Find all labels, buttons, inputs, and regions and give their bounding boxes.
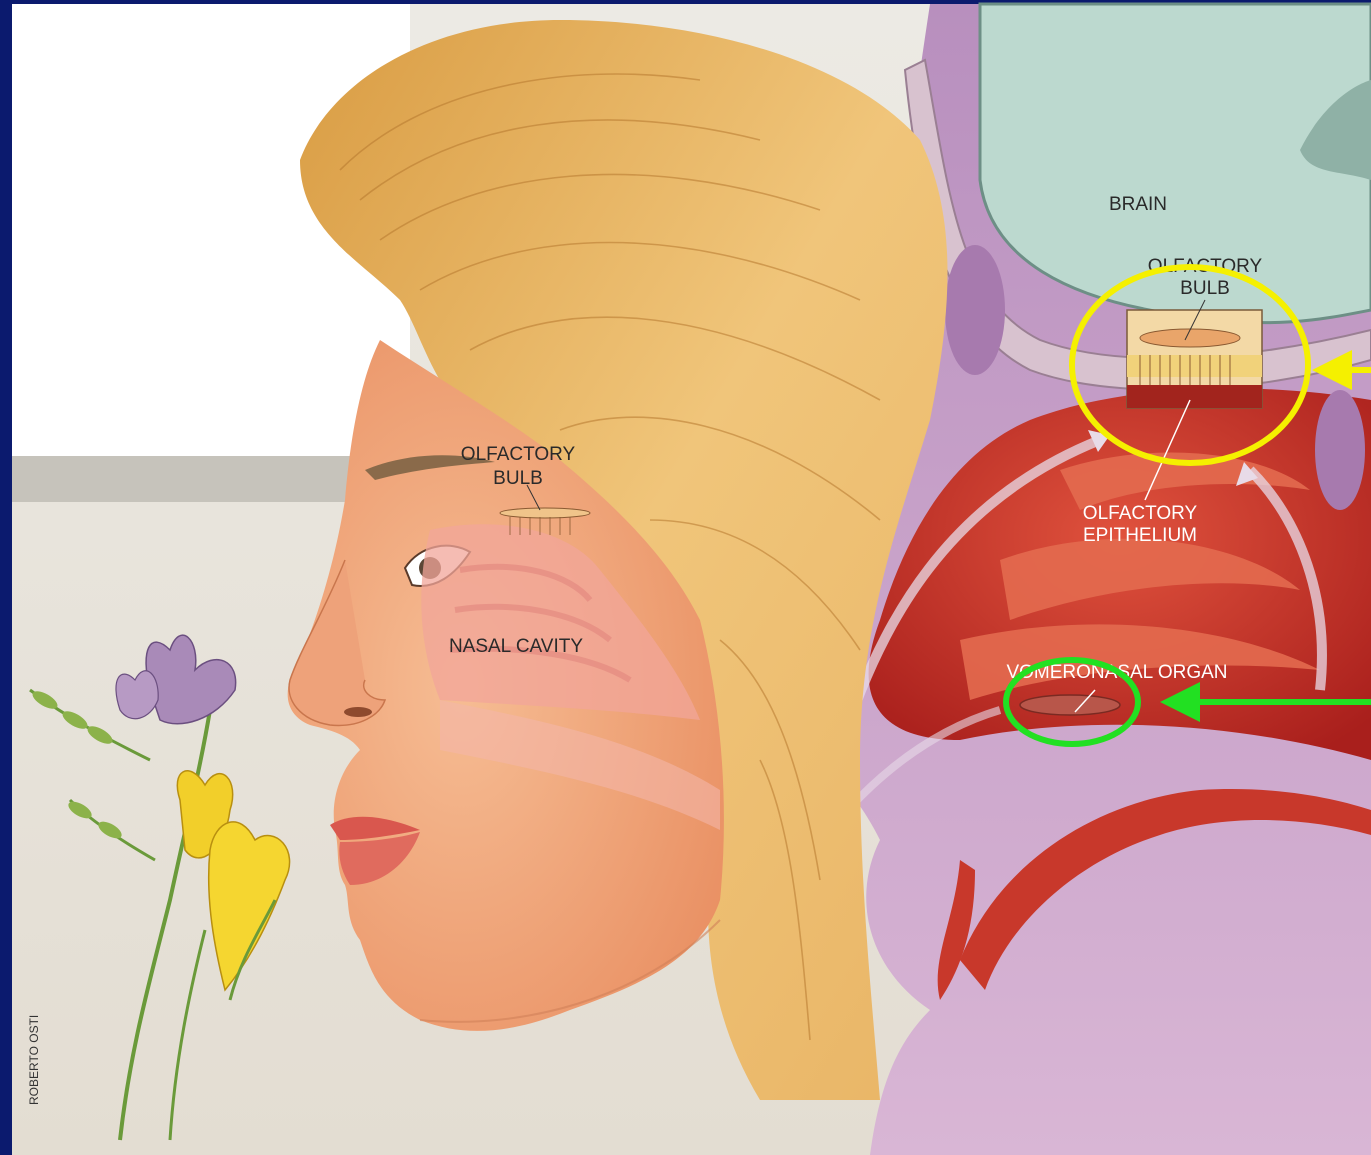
face-olfactory-bulb-label-line1: OLFACTORY (461, 444, 576, 465)
brain-label: BRAIN (1109, 194, 1167, 215)
face-olfactory-bulb-label-line2: BULB (493, 468, 543, 489)
sinus-pocket-left (945, 245, 1005, 375)
olfactory-epithelium-label-line2: EPITHELIUM (1083, 525, 1197, 546)
section-olfactory-bulb-label-line2: BULB (1180, 278, 1230, 299)
face-olfactory-bulb (500, 508, 590, 518)
olfactory-bulb-section (1140, 329, 1240, 347)
vomeronasal-organ (1020, 695, 1120, 715)
nasal-cavity-label: NASAL CAVITY (449, 636, 583, 657)
nostril (344, 707, 372, 717)
cribriform-band (1127, 355, 1262, 377)
artist-credit: ROBERTO OSTI (27, 1015, 41, 1105)
olfactory-epithelium-section (1127, 385, 1262, 408)
olfactory-epithelium-label-line1: OLFACTORY (1083, 503, 1198, 524)
sinus-pocket-right (1315, 390, 1365, 510)
